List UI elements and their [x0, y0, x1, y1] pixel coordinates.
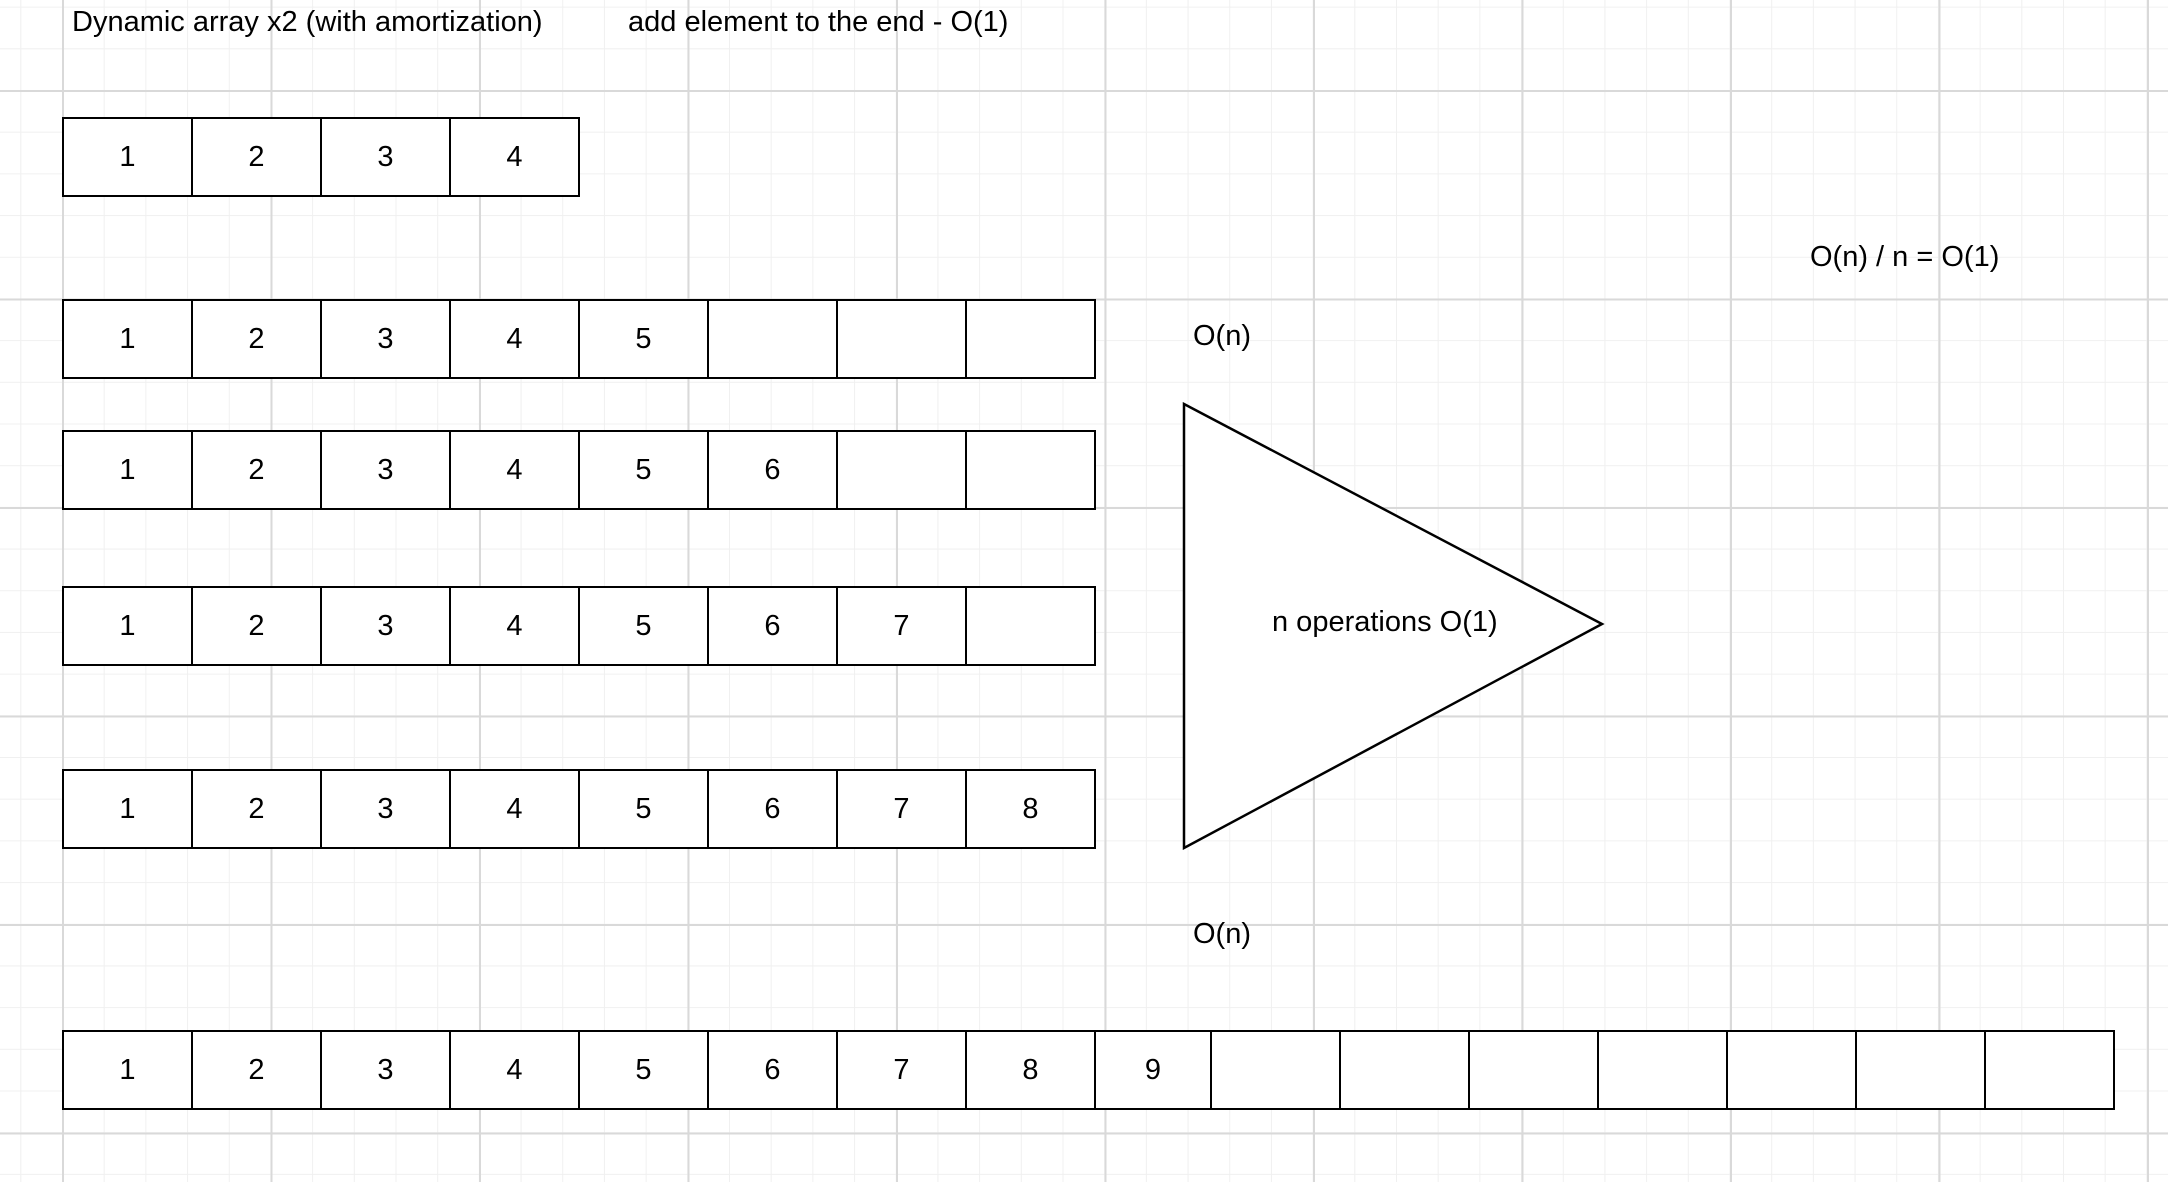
array-cell: 3 [320, 1030, 451, 1110]
triangle-label: n operations O(1) [1272, 606, 1498, 638]
array-cell: 4 [449, 299, 580, 379]
array-cell [1597, 1030, 1728, 1110]
array-cell: 5 [578, 586, 709, 666]
array-cell: 2 [191, 1030, 322, 1110]
array-cell: 5 [578, 1030, 709, 1110]
array-cell: 1 [62, 586, 193, 666]
array-cell [1468, 1030, 1599, 1110]
array-cell: 1 [62, 430, 193, 510]
array-cell: 3 [320, 769, 451, 849]
array-cell: 7 [836, 586, 967, 666]
array-cell [965, 430, 1096, 510]
array-cell: 3 [320, 117, 451, 197]
diagram-subtitle: add element to the end - O(1) [628, 6, 1009, 38]
array-cell: 6 [707, 586, 838, 666]
array-cell [707, 299, 838, 379]
array-cell: 3 [320, 299, 451, 379]
array-cell: 1 [62, 769, 193, 849]
array-cell: 5 [578, 430, 709, 510]
array-cell: 2 [191, 586, 322, 666]
label-amortized: O(n) / n = O(1) [1810, 241, 2000, 273]
array-cell [1855, 1030, 1986, 1110]
array-cell: 6 [707, 1030, 838, 1110]
array-cell: 9 [1094, 1030, 1212, 1110]
array-cell [836, 299, 967, 379]
array-cell: 3 [320, 430, 451, 510]
label-o-n-bottom: O(n) [1193, 918, 1251, 950]
array-cell [1210, 1030, 1341, 1110]
diagram-title: Dynamic array x2 (with amortization) [72, 6, 543, 38]
array-cell [836, 430, 967, 510]
array-cell: 6 [707, 430, 838, 510]
array-cell: 4 [449, 1030, 580, 1110]
array-cell [965, 586, 1096, 666]
array-cell: 6 [707, 769, 838, 849]
array-cell: 8 [965, 1030, 1096, 1110]
array-cell: 4 [449, 769, 580, 849]
array-cell: 5 [578, 769, 709, 849]
array-cell: 2 [191, 299, 322, 379]
array-cell: 1 [62, 117, 193, 197]
array-cell: 4 [449, 430, 580, 510]
array-cell: 4 [449, 117, 580, 197]
triangle-shape [1182, 402, 1605, 850]
label-o-n-top: O(n) [1193, 320, 1251, 352]
array-cell: 1 [62, 1030, 193, 1110]
array-cell: 7 [836, 769, 967, 849]
array-cell [965, 299, 1096, 379]
array-cell [1984, 1030, 2115, 1110]
array-cell: 2 [191, 430, 322, 510]
array-cell: 2 [191, 117, 322, 197]
array-cell: 7 [836, 1030, 967, 1110]
array-cell: 1 [62, 299, 193, 379]
array-cell: 4 [449, 586, 580, 666]
array-cell [1339, 1030, 1470, 1110]
array-cell: 8 [965, 769, 1096, 849]
array-cell [1726, 1030, 1857, 1110]
array-cell: 3 [320, 586, 451, 666]
array-cell: 2 [191, 769, 322, 849]
array-cell: 5 [578, 299, 709, 379]
